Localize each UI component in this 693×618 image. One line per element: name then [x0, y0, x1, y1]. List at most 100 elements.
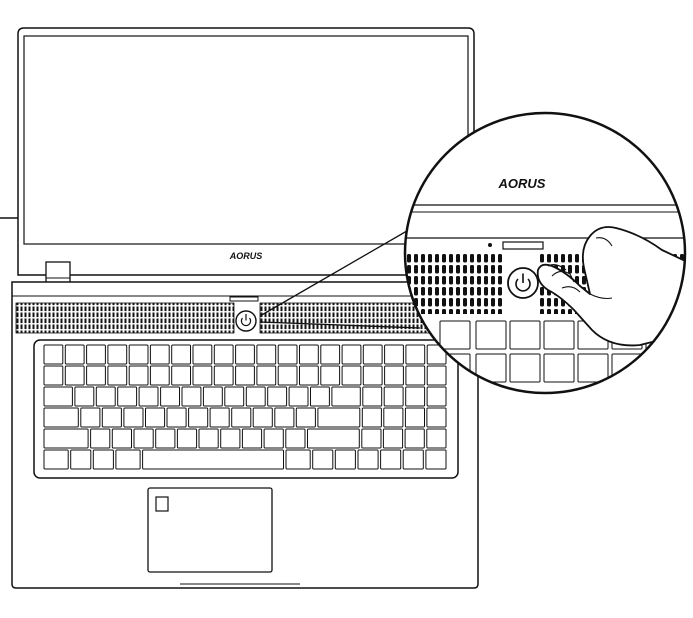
keyboard-key: [64, 365, 85, 386]
keyboard-key: [334, 449, 356, 470]
inset-keyboard-key: [543, 320, 575, 350]
keyboard-key: [426, 407, 447, 428]
keyboard-key: [362, 386, 383, 407]
inset-logo: AORUS: [498, 176, 546, 191]
keyboard-key: [101, 407, 122, 428]
keyboard-key: [362, 344, 383, 365]
keyboard-key: [138, 386, 159, 407]
keyboard-key: [107, 344, 128, 365]
keyboard-key: [43, 428, 89, 449]
keyboard-key: [133, 428, 154, 449]
keyboard-key: [213, 344, 234, 365]
keyboard-key: [160, 386, 181, 407]
keyboard-key: [331, 386, 361, 407]
keyboard-key: [426, 365, 447, 386]
keyboard-key: [95, 386, 116, 407]
keyboard-key: [107, 365, 128, 386]
inset-power-icon: [515, 273, 531, 292]
keyboard-key: [145, 407, 166, 428]
keyboard-key: [43, 365, 64, 386]
keyboard-key: [299, 344, 319, 365]
keyboard-key: [90, 428, 111, 449]
inset-keyboard-key: [509, 353, 541, 383]
keyboard-key: [285, 428, 306, 449]
keyboard-key: [209, 407, 230, 428]
keyboard-key: [277, 365, 298, 386]
keyboard-key: [357, 449, 379, 470]
keyboard-key: [224, 386, 245, 407]
keyboard-key: [341, 365, 362, 386]
keyboard-key: [128, 344, 149, 365]
keyboard-key: [86, 365, 106, 386]
touchpad[interactable]: [147, 487, 273, 573]
keyboard-key: [155, 428, 176, 449]
keyboard-key: [426, 428, 447, 449]
keyboard-key: [86, 344, 106, 365]
keyboard-key: [317, 407, 361, 428]
keyboard-key: [241, 428, 263, 449]
power-icon: [240, 314, 252, 327]
keyboard-key: [256, 344, 277, 365]
inset-keyboard-key: [475, 320, 507, 350]
keyboard-key: [361, 407, 382, 428]
keyboard-key: [117, 386, 138, 407]
power-button[interactable]: [235, 310, 257, 332]
zoom-connector: [259, 227, 421, 329]
keyboard-key: [425, 449, 447, 470]
keyboard-key: [382, 428, 404, 449]
keyboard-key: [202, 386, 223, 407]
keyboard-key: [198, 428, 219, 449]
keyboard-key: [123, 407, 144, 428]
keyboard-key: [312, 449, 334, 470]
keyboard-key: [181, 386, 202, 407]
keyboard-key: [115, 449, 141, 470]
keyboard-key: [166, 407, 187, 428]
keyboard-key: [384, 365, 404, 386]
keyboard-key: [80, 407, 101, 428]
inset-keyboard-key: [509, 320, 541, 350]
inset-keyboard-key: [439, 320, 471, 350]
keyboard-key: [267, 386, 288, 407]
keyboard-key: [176, 428, 198, 449]
laptop-base: [11, 281, 479, 589]
inset-indicator-dot: [488, 243, 492, 247]
keyboard-key: [149, 365, 170, 386]
keyboard-key: [426, 344, 447, 365]
keyboard-key: [43, 344, 64, 365]
keyboard-key: [74, 386, 95, 407]
inset-keyboard-key: [645, 353, 677, 383]
inset-keyboard-key: [577, 353, 609, 383]
keyboard-key: [405, 365, 426, 386]
keyboard-key: [192, 344, 213, 365]
inset-frame: [403, 111, 687, 395]
keyboard-key: [384, 344, 404, 365]
keyboard-key: [128, 365, 149, 386]
keyboard-key: [171, 365, 191, 386]
keyboard-key: [171, 344, 191, 365]
keyboard-key: [285, 449, 311, 470]
keyboard-key: [142, 449, 284, 470]
display-panel: [23, 35, 469, 245]
keyboard-key: [404, 428, 425, 449]
keyboard-key: [426, 386, 447, 407]
keyboard-key: [43, 407, 79, 428]
keyboard-key: [295, 407, 316, 428]
keyboard-key: [192, 365, 213, 386]
keyboard-key: [288, 386, 309, 407]
keyboard-key: [149, 344, 170, 365]
keyboard-key: [213, 365, 234, 386]
keyboard-key: [404, 407, 425, 428]
keyboard-key: [252, 407, 273, 428]
keyboard-key: [231, 407, 252, 428]
keyboard-key: [43, 449, 69, 470]
keyboard-key: [299, 365, 319, 386]
keyboard-key: [235, 344, 255, 365]
bezel-logo: AORUS: [229, 251, 263, 261]
inset-power-button[interactable]: [507, 267, 539, 299]
keyboard-key: [64, 344, 85, 365]
keyboard-key: [274, 407, 295, 428]
speaker-grill-left: [15, 302, 235, 334]
keyboard-key: [405, 344, 426, 365]
inset-speaker-grill-left: [406, 254, 502, 314]
